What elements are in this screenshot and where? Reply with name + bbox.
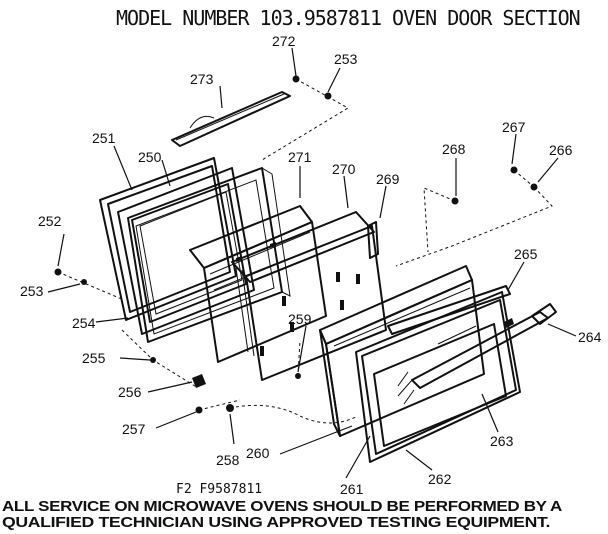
part-label-264: 264 bbox=[578, 329, 602, 345]
part-label-256: 256 bbox=[118, 384, 142, 400]
part-label-269: 269 bbox=[376, 171, 400, 187]
latch-bracket-part bbox=[367, 221, 379, 259]
part-label-253-left: 253 bbox=[20, 283, 44, 299]
service-note-line-1: ALL SERVICE ON MICROWAVE OVENS SHOULD BE… bbox=[2, 498, 563, 515]
outer-door-panel-part bbox=[319, 265, 485, 437]
part-label-263: 263 bbox=[490, 433, 514, 449]
part-label-262: 262 bbox=[428, 471, 452, 487]
choke-panel-part bbox=[189, 205, 327, 363]
clip-256 bbox=[192, 374, 206, 388]
part-label-273: 273 bbox=[190, 71, 214, 87]
part-label-251: 251 bbox=[92, 130, 116, 146]
part-label-255: 255 bbox=[82, 350, 106, 366]
part-label-258: 258 bbox=[216, 452, 240, 468]
part-label-270: 270 bbox=[332, 161, 356, 177]
leader-lines bbox=[47, 47, 577, 479]
part-label-266: 266 bbox=[549, 142, 573, 158]
part-label-272: 272 bbox=[272, 33, 296, 49]
door-glass-frame-part bbox=[355, 291, 521, 463]
screw-253-top bbox=[324, 92, 332, 100]
assembly-guide-lines bbox=[57, 78, 553, 424]
service-note-line-2: QUALIFIED TECHNICIAN USING APPROVED TEST… bbox=[2, 514, 550, 531]
diagram-title: MODEL NUMBER 103.9587811 OVEN DOOR SECTI… bbox=[116, 6, 580, 30]
part-label-260: 260 bbox=[246, 445, 270, 461]
door-gasket-part bbox=[99, 157, 237, 321]
inner-door-panel-part bbox=[231, 211, 387, 381]
part-label-252: 252 bbox=[38, 213, 62, 229]
part-label-261: 261 bbox=[340, 481, 364, 497]
door-handle-part bbox=[411, 303, 557, 389]
part-label-268: 268 bbox=[442, 141, 466, 157]
inner-door-frame-part bbox=[117, 167, 255, 335]
part-label-254: 254 bbox=[72, 315, 96, 331]
diagram-code: F2 F9587811 bbox=[176, 482, 262, 497]
door-frame-flange-part bbox=[127, 167, 291, 343]
screw-253-left bbox=[81, 279, 87, 285]
part-label-253-top: 253 bbox=[334, 51, 358, 67]
part-label-259: 259 bbox=[288, 311, 312, 327]
part-label-267: 267 bbox=[502, 119, 526, 135]
part-number-labels: 272 253 273 251 250 271 270 269 268 267 … bbox=[20, 33, 602, 497]
part-label-271: 271 bbox=[288, 149, 312, 165]
handle-bar-part bbox=[171, 91, 291, 147]
part-label-265: 265 bbox=[514, 246, 538, 262]
window-trim-strip-part bbox=[387, 285, 511, 335]
part-label-257: 257 bbox=[122, 421, 146, 437]
part-label-250: 250 bbox=[138, 149, 162, 165]
